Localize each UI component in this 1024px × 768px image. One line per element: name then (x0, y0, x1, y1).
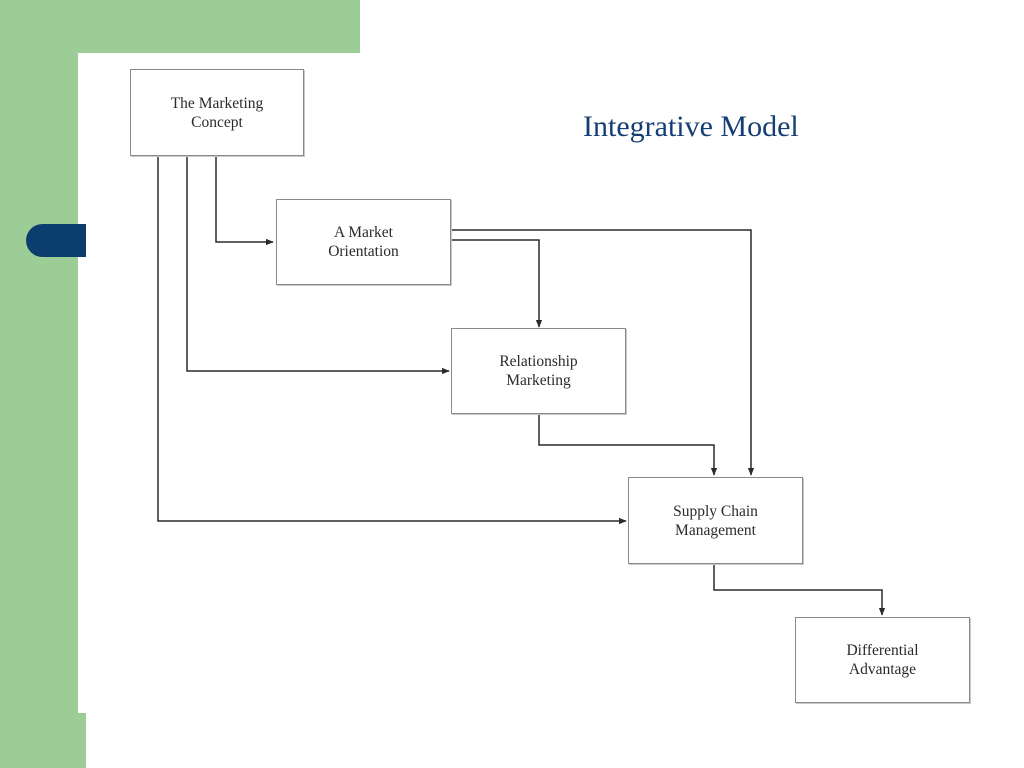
edge-supply-chain-to-advantage (713, 564, 886, 616)
node-differential-advantage: Differential Advantage (795, 617, 970, 703)
edge-orientation-to-relationship (451, 239, 543, 328)
node-label-line: Orientation (328, 243, 399, 260)
node-label-line: Marketing (506, 372, 571, 389)
node-label-line: Management (675, 521, 756, 539)
theme-left-band (0, 0, 78, 768)
node-label-line: Relationship (499, 353, 578, 370)
node-label-line: Differential (846, 642, 919, 659)
node-label-line: The Marketing (170, 94, 264, 112)
slide-accent-pill (26, 224, 86, 257)
node-relationship-marketing: Relationship Marketing (451, 328, 626, 414)
edge-relationship-to-supply-chain (538, 414, 718, 476)
edge-concept-to-orientation (215, 156, 274, 246)
node-label-line: Concept (191, 113, 243, 131)
node-label-line: Advantage (848, 661, 917, 678)
edge-concept-to-relationship (186, 156, 450, 375)
node-marketing-concept: The Marketing Concept (130, 69, 304, 156)
node-label-line: Supply Chain (673, 502, 758, 520)
node-market-orientation: A Market Orientation (276, 199, 451, 285)
node-label-line: A Market (334, 224, 393, 241)
slide-title: Integrative Model (583, 110, 799, 143)
edge-orientation-to-supply-chain (451, 229, 755, 476)
edge-concept-to-supply-chain (157, 156, 627, 525)
theme-bottom-band (0, 713, 86, 768)
node-supply-chain-management: Supply Chain Management (628, 477, 803, 564)
